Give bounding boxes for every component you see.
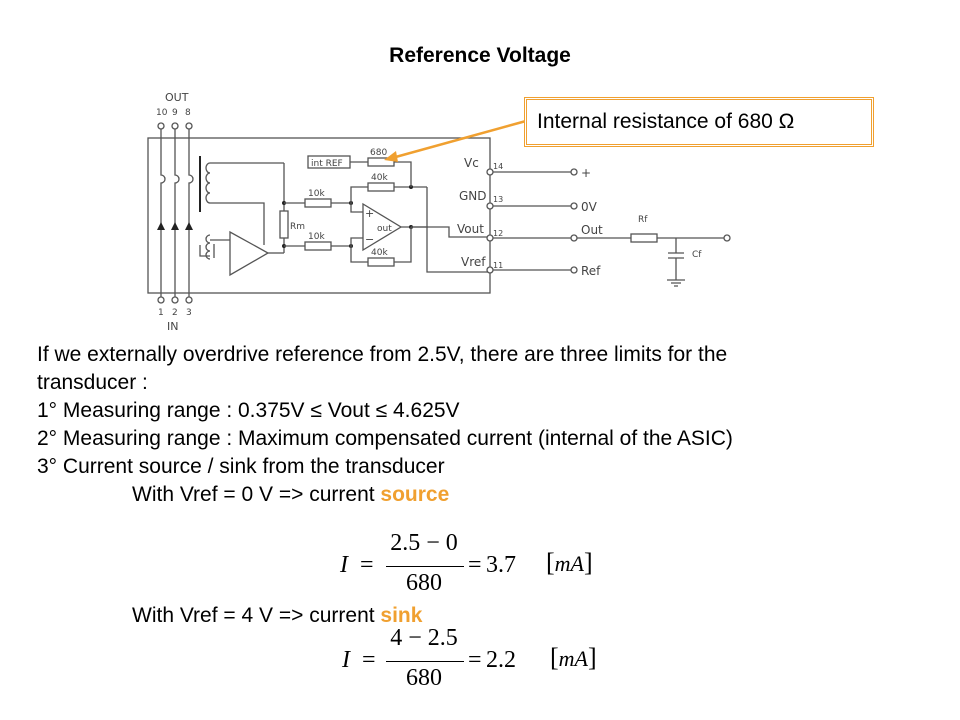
body-text: If we externally overdrive reference fro… [37, 341, 733, 509]
out-terminal-8 [185, 122, 193, 130]
svg-text:Vc: Vc [464, 156, 479, 170]
in-pin-3: 3 [186, 308, 192, 318]
r-input-top-label: 10k [308, 189, 325, 199]
secondary-coil [205, 162, 284, 245]
out-terminal-10 [157, 122, 165, 130]
cf-capacitor [667, 238, 685, 287]
in-terminal-1 [157, 296, 165, 304]
out-label: OUT [165, 91, 189, 104]
out-pin-8: 8 [185, 108, 191, 118]
in-terminal-2 [171, 296, 179, 304]
pin-gnd [486, 202, 494, 210]
r-feedback-top-label: 40k [371, 173, 388, 183]
rm-label: Rm [290, 222, 305, 232]
in-pin-2: 2 [172, 308, 178, 318]
svg-text:Vout: Vout [457, 222, 484, 236]
eq1-numerator: 2.5 − 0 [390, 530, 458, 556]
internal-resistance-callout: Internal resistance of 680 Ω [524, 97, 874, 147]
ext-terminal-0v [570, 202, 578, 210]
eq2-unit: [mA] [550, 643, 597, 672]
sink-highlight: sink [380, 604, 423, 627]
svg-text:0V: 0V [581, 200, 598, 214]
r-internal-label: 680 [370, 148, 387, 158]
pin-labels: Vc 14 GND 13 Vout 12 Vref 11 [457, 156, 503, 270]
case-sink-text: With Vref = 4 V => current [132, 604, 381, 627]
in-label: IN [167, 320, 178, 333]
rm-resistor [279, 210, 289, 239]
svg-text:GND: GND [459, 189, 487, 203]
svg-text:Out: Out [581, 223, 603, 237]
sensor-amplifier [229, 230, 270, 277]
rf-resistor [630, 233, 658, 243]
svg-text:+: + [581, 166, 591, 180]
primary-conductors [157, 129, 194, 297]
r-input-bottom [304, 241, 332, 251]
r-feedback-bottom [367, 257, 395, 267]
svg-text:11: 11 [493, 261, 503, 270]
ext-labels: + 0V Out Ref [581, 166, 603, 278]
svg-text:12: 12 [493, 229, 503, 238]
svg-text:Ref: Ref [581, 264, 601, 278]
body-text-sink: With Vref = 4 V => current sink [37, 602, 422, 630]
pin-vref [486, 266, 494, 274]
cf-label: Cf [692, 250, 702, 260]
int-ref-label: int REF [311, 159, 343, 169]
eq2-denominator: 680 [406, 665, 442, 691]
opamp-minus: − [365, 233, 374, 246]
body-line-1: If we externally overdrive reference fro… [37, 343, 728, 366]
filter-output-terminal [723, 234, 731, 242]
ext-terminal-out [570, 234, 578, 242]
r-input-top [304, 198, 332, 208]
rf-label: Rf [638, 215, 648, 225]
r-input-bottom-label: 10k [308, 232, 325, 242]
svg-text:14: 14 [493, 162, 503, 171]
eq1-fraction-bar [386, 566, 464, 567]
in-terminal-3 [185, 296, 193, 304]
r-feedback-top [367, 182, 395, 192]
eq1-denominator: 680 [406, 570, 442, 596]
svg-text:13: 13 [493, 195, 503, 204]
callout-arrow-line [391, 119, 527, 160]
callout-arrow-head [384, 151, 398, 162]
ext-terminal-plus [570, 168, 578, 176]
out-pin-10: 10 [156, 108, 168, 118]
eq2-numerator: 4 − 2.5 [390, 625, 458, 651]
out-pin-9: 9 [172, 108, 178, 118]
op-amp [362, 202, 403, 252]
out-terminal-9 [171, 122, 179, 130]
in-pin-1: 1 [158, 308, 164, 318]
case-sink: With Vref = 4 V => current sink [37, 602, 422, 630]
limit-2: 2° Measuring range : Maximum compensated… [37, 427, 733, 450]
case-source: With Vref = 0 V => current source [37, 481, 733, 509]
pin-vout [486, 234, 494, 242]
module-enclosure [147, 137, 491, 294]
eq1-unit: [mA] [546, 548, 593, 577]
eq1-result: 3.7 [486, 552, 516, 578]
eq2-equals: = [362, 647, 376, 673]
case-source-text: With Vref = 0 V => current [132, 483, 381, 506]
pin-vc [486, 168, 494, 176]
eq2-lhs: I [342, 647, 350, 673]
circuit-schematic: OUT 10 9 8 1 2 3 IN Rm 10k 10k + − o [147, 91, 731, 333]
svg-text:Vref: Vref [461, 255, 486, 269]
source-highlight: source [380, 483, 450, 506]
opamp-out-label: out [377, 224, 392, 234]
hall-sensor [199, 234, 230, 260]
eq2-fraction-bar [386, 661, 464, 662]
limit-1: 1° Measuring range : 0.375V ≤ Vout ≤ 4.6… [37, 399, 460, 422]
body-line-2: transducer : [37, 371, 148, 394]
ext-terminal-ref [570, 266, 578, 274]
page-title: Reference Voltage [389, 44, 571, 67]
eq1-equals-2: = [468, 552, 482, 578]
eq2-equals-2: = [468, 647, 482, 673]
limit-3: 3° Current source / sink from the transd… [37, 455, 445, 478]
opamp-plus: + [365, 207, 374, 220]
eq1-equals: = [360, 552, 374, 578]
eq1-lhs: I [340, 552, 348, 578]
r-feedback-bottom-label: 40k [371, 248, 388, 258]
eq2-result: 2.2 [486, 647, 516, 673]
